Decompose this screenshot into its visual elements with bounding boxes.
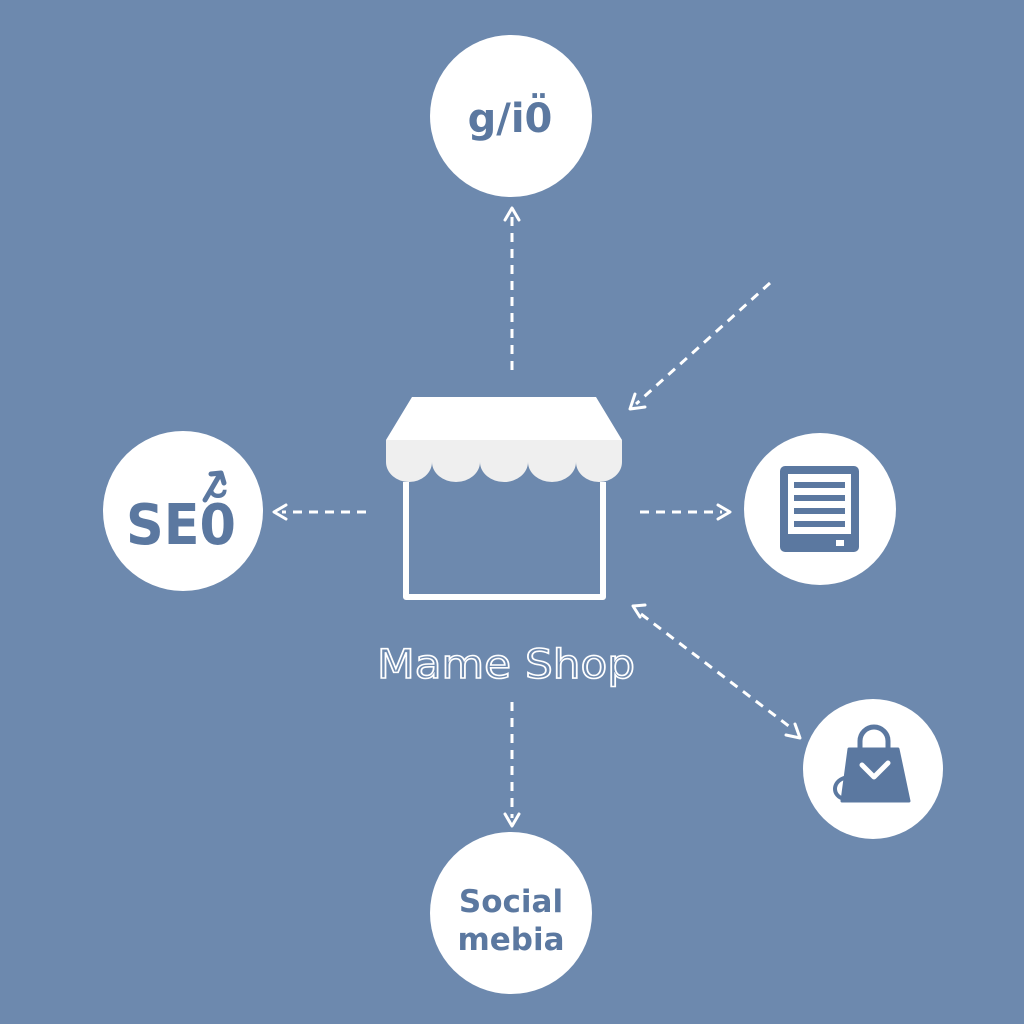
shop-awning-scallops: [386, 440, 622, 482]
shop-frame: [403, 482, 606, 600]
connector-to-bottom-right: [640, 612, 795, 732]
node-top-circle: [430, 35, 592, 197]
node-bottom-right: [803, 699, 943, 839]
node-left: SE0̆: [103, 431, 263, 591]
shopping-bag-check-icon: [833, 724, 911, 803]
node-bottom-line1: Social: [459, 884, 563, 920]
arrowhead-center-side: [631, 603, 647, 619]
arrowhead-bottom: [503, 812, 521, 828]
node-right: [744, 433, 896, 585]
node-bottom: Social mebia: [430, 832, 592, 994]
node-top: g/i0̈: [430, 35, 592, 197]
arrowhead-top: [503, 206, 521, 222]
shop-storefront-icon: [386, 397, 622, 600]
shop-awning: [386, 397, 622, 440]
node-left-label: SE0̆: [126, 491, 236, 558]
node-left-circle: [103, 431, 263, 591]
node-top-label: g/i0̈: [468, 93, 553, 142]
document-list-icon: [780, 466, 859, 552]
arrowhead-incoming-top-right: [628, 392, 647, 411]
node-bottom-line2: mebia: [457, 922, 564, 958]
growth-arrow-icon: [202, 470, 227, 503]
shop-name: Mame Shop: [377, 642, 635, 688]
arrowhead-left: [272, 503, 288, 521]
connectors: [272, 206, 802, 828]
node-bottom-circle: [430, 832, 592, 994]
arrowhead-right: [716, 503, 732, 521]
connector-incoming-top-right: [634, 281, 772, 406]
arrowhead-bottom-right: [784, 722, 802, 740]
